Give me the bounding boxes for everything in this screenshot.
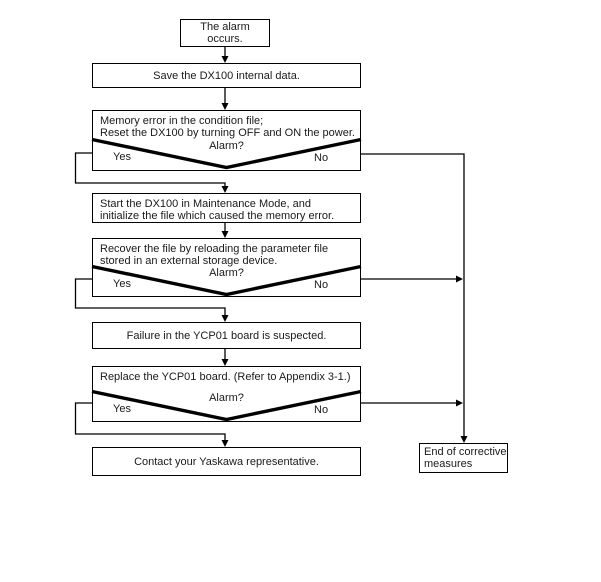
node-contact-label: Contact your Yaskawa representative. (134, 455, 319, 468)
decision-2-no-label: No (314, 279, 329, 291)
decision-3-question: Alarm? (209, 392, 244, 404)
decision-3-no-label: No (314, 404, 329, 416)
node-start-label: The alarm occurs. (200, 21, 250, 45)
node-end-line2: measures (424, 458, 473, 470)
arrowhead-into-maintenance (221, 186, 229, 193)
node-start-maintenance-line1: Start the DX100 in Maintenance Mode, and (100, 198, 311, 210)
decision-2-yes-label: Yes (113, 278, 131, 290)
arrowhead-into-save (221, 56, 229, 63)
arrowhead-into-end-box (460, 436, 468, 443)
decision-1-question: Alarm? (209, 140, 244, 152)
arrowhead-into-contact (221, 440, 229, 447)
node-failure-suspected: Failure in the YCP01 board is suspected. (92, 322, 361, 349)
arrowhead-into-failure (221, 315, 229, 322)
node-memory-error-line2: Reset the DX100 by turning OFF and ON th… (100, 127, 355, 139)
flow-line-no-1-to-end (361, 153, 465, 436)
node-save-data: Save the DX100 internal data. (92, 63, 361, 88)
node-replace-board-label: Replace the YCP01 board. (Refer to Appen… (100, 371, 351, 383)
arrowhead-into-recover (221, 231, 229, 238)
node-end-of-measures: End of corrective measures (419, 443, 508, 473)
arrowhead-into-replace (221, 359, 229, 366)
node-failure-suspected-label: Failure in the YCP01 board is suspected. (126, 329, 327, 342)
arrowhead-into-memory-error (221, 103, 229, 110)
node-recover-file-line2: stored in an external storage device. (100, 255, 278, 267)
node-save-data-label: Save the DX100 internal data. (153, 69, 300, 82)
decision-2-question: Alarm? (209, 267, 244, 279)
node-start: The alarm occurs. (180, 19, 270, 47)
node-end-line1: End of corrective (424, 446, 507, 458)
arrowhead-no-3-junction (456, 399, 463, 407)
node-recover-file-line1: Recover the file by reloading the parame… (100, 243, 329, 255)
node-start-maintenance: Start the DX100 in Maintenance Mode, and… (92, 193, 361, 223)
decision-3-yes-label: Yes (113, 403, 131, 415)
decision-1-no-label: No (314, 152, 329, 164)
arrowhead-no-2-junction (456, 275, 463, 283)
node-memory-error: Memory error in the condition file; Rese… (92, 110, 361, 171)
decision-1-yes-label: Yes (113, 151, 131, 163)
node-memory-error-line1: Memory error in the condition file; (100, 115, 264, 127)
node-start-maintenance-line2: initialize the file which caused the mem… (100, 210, 335, 222)
node-contact: Contact your Yaskawa representative. (92, 447, 361, 476)
